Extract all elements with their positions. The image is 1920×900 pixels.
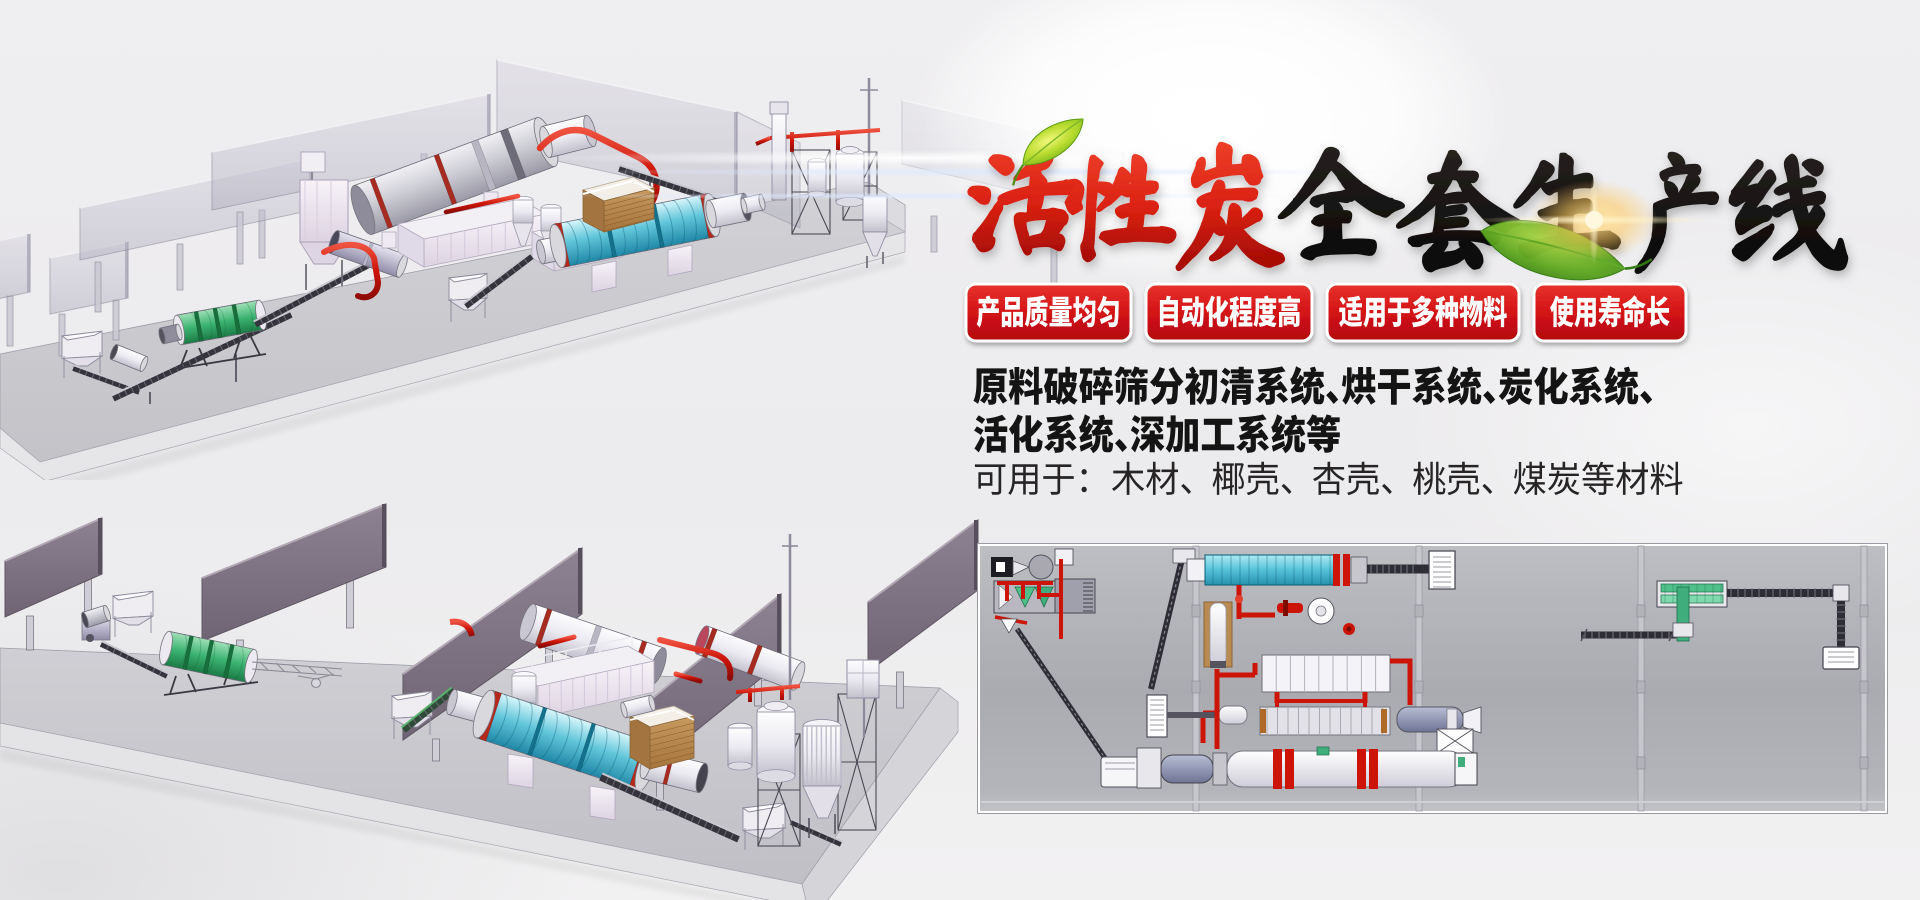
- feature-badge-3: [1325, 282, 1521, 343]
- top-isometric-production-line-render: [0, 59, 1125, 480]
- description-line2: [974, 414, 1340, 454]
- feature-badge-4: [1532, 282, 1688, 343]
- description-line1: [973, 366, 1653, 406]
- plan-pulse-dust-filter: [1261, 654, 1413, 705]
- plan-packing-conveyor-section: [1580, 580, 1860, 670]
- feature-badge-1: [964, 282, 1133, 343]
- plan-activation-kiln: [1136, 669, 1478, 789]
- sun-flare-icon: [1474, 174, 1714, 266]
- feature-badge-4-label: [1550, 295, 1670, 328]
- plan-view-panel: [977, 543, 1888, 814]
- bottom-isometric-production-line-render: [0, 503, 979, 900]
- plan-crusher-cleaning-unit: [991, 548, 1096, 639]
- materials-line: [974, 461, 1683, 496]
- tank-and-silo-cluster-bottom: [727, 534, 880, 847]
- feature-badge-2: [1144, 282, 1314, 343]
- brick-carbonization-furnace-bottom: [620, 694, 696, 770]
- trommel-screen-bottom: [159, 630, 259, 696]
- plan-drying-drum: [1186, 550, 1456, 590]
- hero-title-and-text: [550, 0, 1920, 496]
- leaf-icon-small: [1012, 118, 1084, 186]
